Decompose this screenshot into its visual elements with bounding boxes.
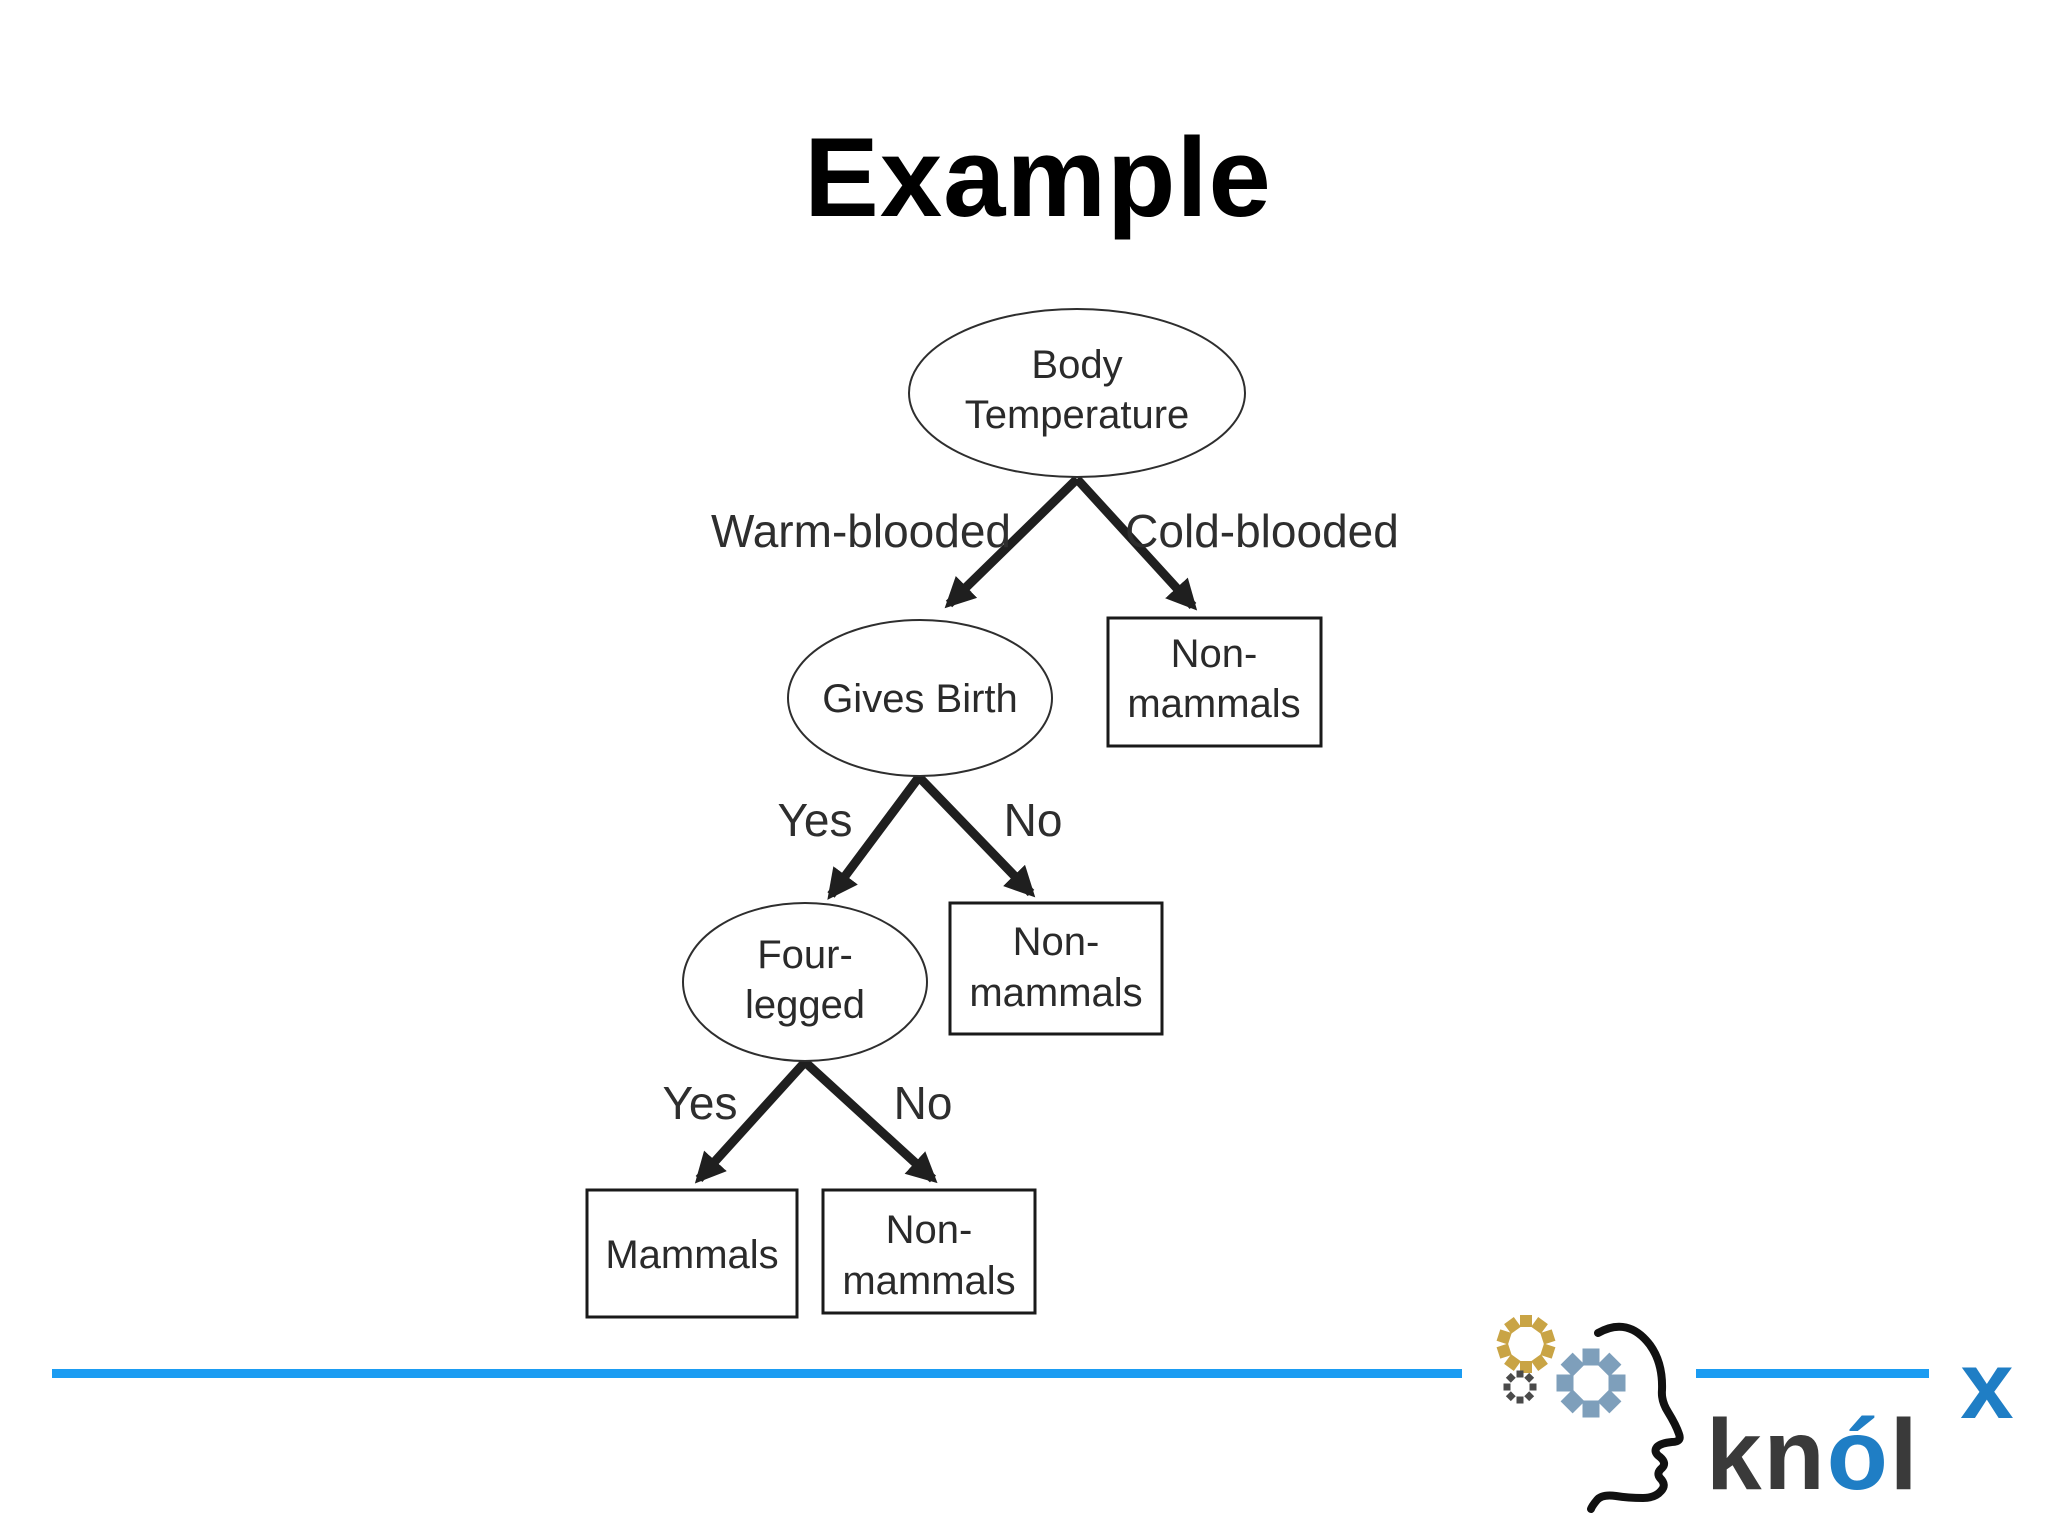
edge-yes2-arrow (694, 1058, 809, 1184)
edge-label-yes-1: Yes (777, 794, 852, 846)
leaf-non-mammals-cold-line2: mammals (1127, 682, 1300, 726)
gear-icon-blue (1556, 1348, 1626, 1418)
brand-l: l (1890, 1399, 1920, 1511)
leaf-non-mammals-no1-line1: Non- (1013, 920, 1100, 964)
leaf-non-mammals-cold-line1: Non- (1171, 632, 1258, 676)
edge-label-cold-blooded: Cold-blooded (1125, 505, 1399, 557)
node-body-temperature-line2: Temperature (965, 393, 1190, 437)
edge-label-no-2: No (894, 1077, 953, 1129)
head-profile-icon (1587, 1322, 1684, 1513)
brand-o-accent: ó (1827, 1399, 1890, 1511)
node-four-legged (682, 902, 928, 1062)
brand-wordmark: knól (1706, 1399, 1920, 1511)
node-body-temperature (908, 308, 1246, 478)
leaf-non-mammals-no1-line2: mammals (969, 971, 1142, 1015)
edge-label-no-1: No (1004, 794, 1063, 846)
leaf-mammals-label: Mammals (605, 1233, 778, 1277)
gear-icon-dark-small (1503, 1370, 1537, 1404)
edge-no2-arrow (801, 1058, 938, 1184)
node-body-temperature-line1: Body (1031, 343, 1122, 387)
leaf-non-mammals-no2-line1: Non- (886, 1208, 973, 1252)
edge-cold-blooded-arrow (1073, 475, 1198, 611)
edge-yes1-arrow (827, 774, 923, 900)
footer-divider-left (52, 1369, 1462, 1378)
brand-kn: kn (1706, 1399, 1827, 1511)
leaf-non-mammals-no1 (948, 901, 1164, 1036)
edge-warm-blooded-arrow (944, 475, 1081, 609)
leaf-mammals (585, 1188, 799, 1319)
footer-divider-right (1696, 1369, 1929, 1378)
brand-superscript-x: x (1960, 1332, 2015, 1439)
node-gives-birth-label: Gives Birth (822, 677, 1018, 721)
leaf-non-mammals-no2-line2: mammals (842, 1259, 1015, 1303)
edge-label-yes-2: Yes (662, 1077, 737, 1129)
knolx-logo: knól x (1496, 1315, 2015, 1513)
node-gives-birth (787, 619, 1053, 777)
node-four-legged-line1: Four- (757, 933, 853, 977)
edge-no1-arrow (915, 773, 1036, 898)
node-four-legged-line2: legged (745, 983, 865, 1027)
slide-title: Example (804, 115, 1272, 240)
edge-label-warm-blooded: Warm-blooded (711, 505, 1011, 557)
leaf-non-mammals-cold (1106, 616, 1323, 748)
leaf-non-mammals-no2 (821, 1188, 1037, 1315)
gear-icon-gold (1496, 1315, 1556, 1373)
